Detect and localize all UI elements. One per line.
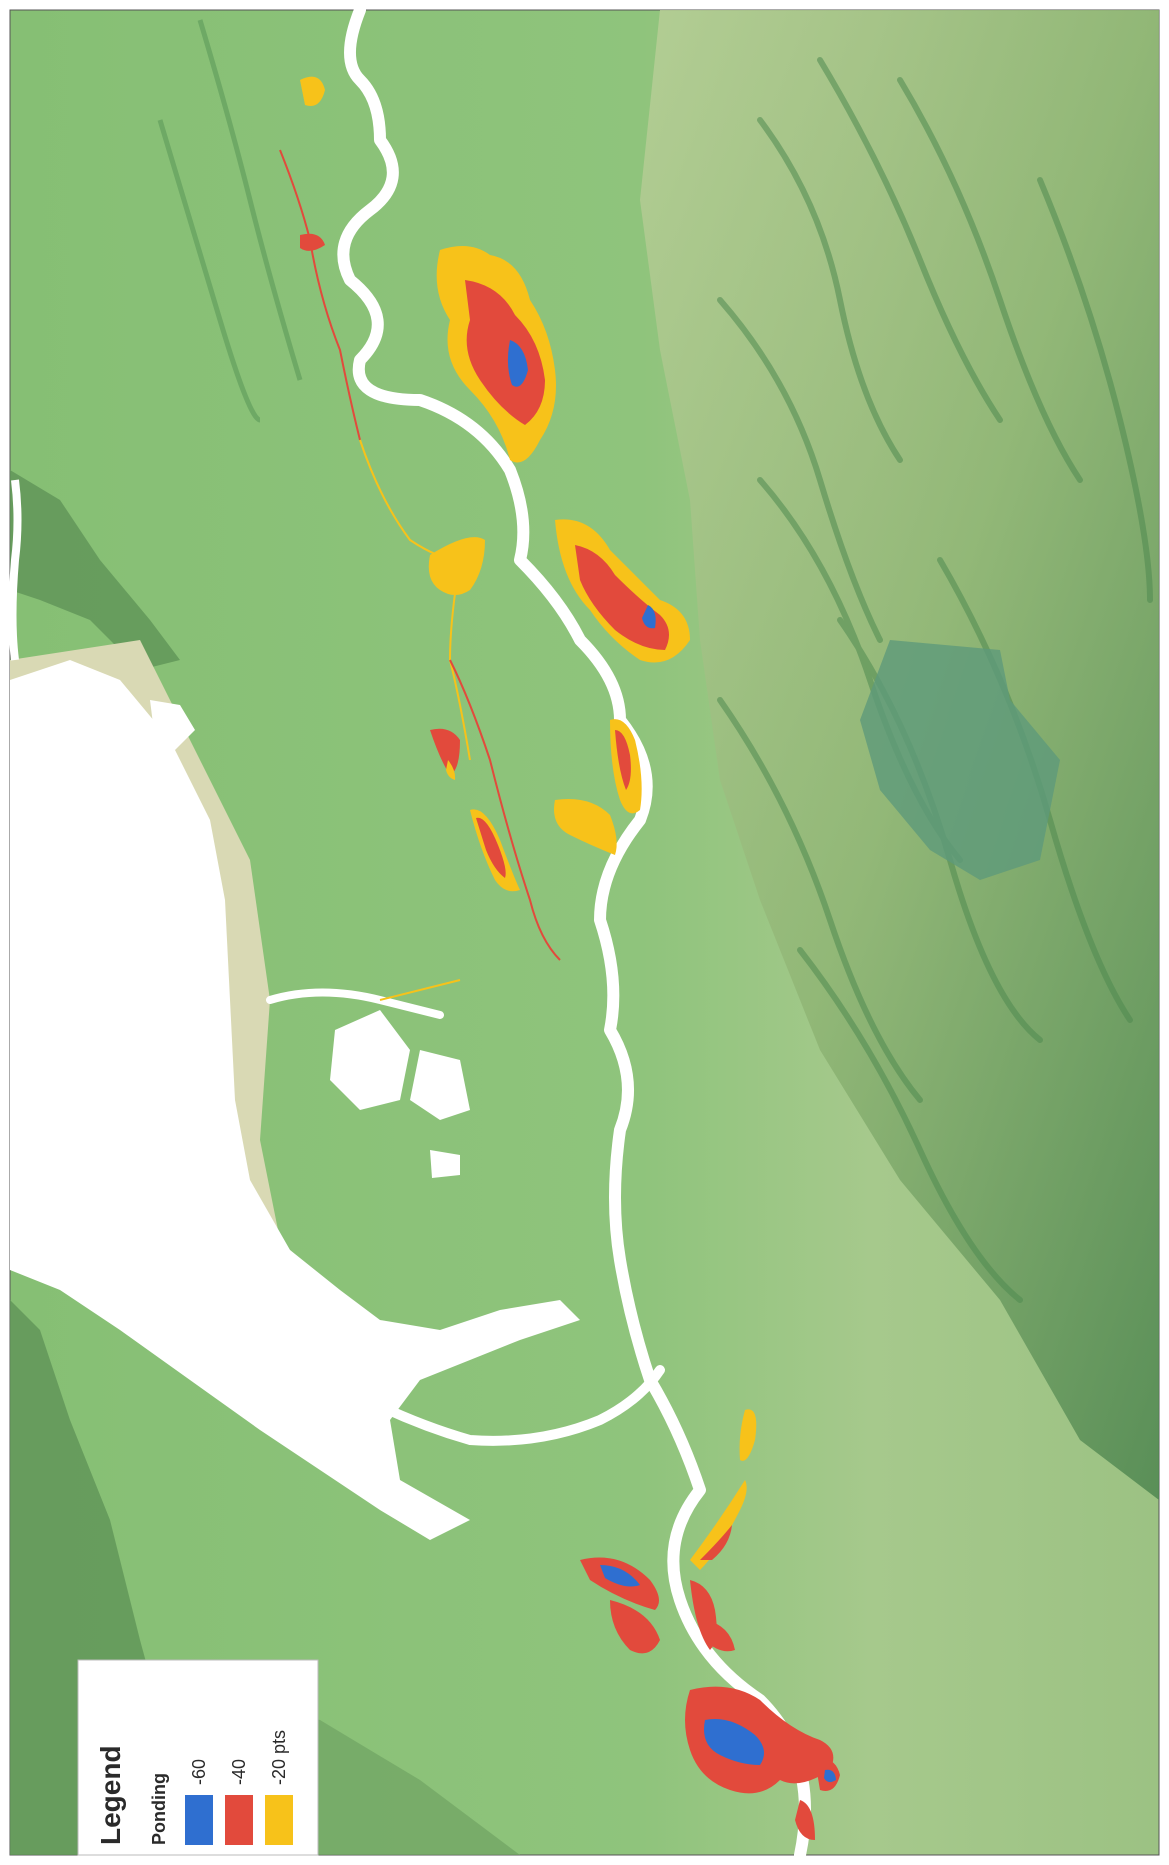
west-forest-strip (10, 470, 180, 670)
ponding-zone-south-large-high (704, 1719, 764, 1765)
main-river (337, 4, 811, 1861)
legend-title: Legend (95, 1745, 126, 1845)
ponding-zone-south-river-2 (705, 1620, 735, 1652)
legend-swatch-60 (185, 1795, 213, 1845)
ponding-zone-cluster-1-high (507, 340, 528, 387)
ponding-zones (300, 76, 840, 1840)
ponding-zone-south-thin (739, 1409, 757, 1461)
ponding-zone-south-east-high (824, 1769, 836, 1783)
tributary-south (325, 1365, 665, 1446)
ponding-zone-small-red (430, 728, 460, 775)
legend-subtitle: Ponding (149, 1773, 169, 1845)
ponding-zone-south-tail (795, 1800, 815, 1840)
legend-label-20: -20 pts (269, 1730, 289, 1785)
ponding-zone-narrow-1-mid (615, 730, 631, 790)
legend-swatch-40 (225, 1795, 253, 1845)
legend-swatch-20 (265, 1795, 293, 1845)
ponding-zone-small-red-low (446, 760, 456, 780)
tributary-west (266, 988, 444, 1019)
forest-patch (860, 640, 1060, 880)
ponding-zone-cluster-2-high (642, 605, 656, 629)
ponding-zone-south-west-2 (610, 1600, 660, 1654)
ponding-zone-red-spot (300, 233, 325, 251)
legend-label-40: -40 (229, 1759, 249, 1785)
ponding-zone-fan (554, 799, 617, 855)
ponding-zone-diagonal-mid (476, 817, 506, 878)
islands (150, 700, 470, 1178)
ponding-zone-cluster-1-mid (465, 280, 545, 425)
lake (10, 660, 580, 1540)
ponding-zone-oval-west (428, 537, 485, 595)
ponding-zone-north-small (300, 76, 325, 106)
west-edge-river (8, 479, 22, 661)
legend-label-60: -60 (189, 1759, 209, 1785)
ponding-zone-south-west-1-high (600, 1565, 640, 1587)
legend: Legend Ponding -60 -40 -20 pts (77, 1659, 319, 1856)
ponding-zone-south-wedge-mid (700, 1525, 732, 1560)
northwest-ridges (157, 19, 303, 423)
ponding-zone-south-wedge (690, 1480, 747, 1570)
